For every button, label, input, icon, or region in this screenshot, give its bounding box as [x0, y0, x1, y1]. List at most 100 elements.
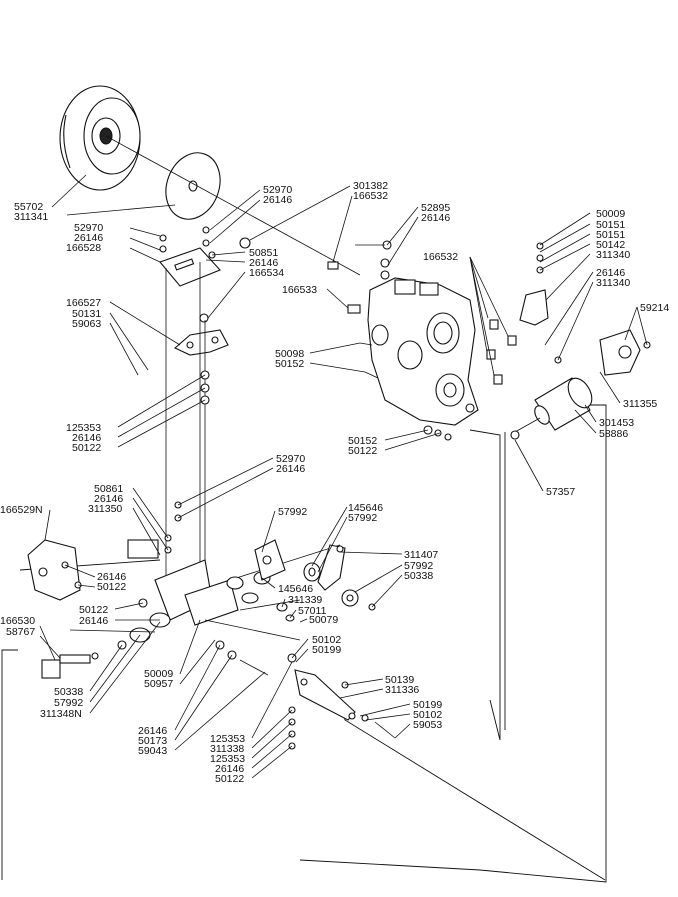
label-125353-a: 125353 [66, 422, 101, 434]
label-50102-a: 50102 [312, 634, 341, 646]
label-166529N: 166529N [0, 504, 43, 516]
label-57992-d: 57992 [54, 697, 83, 709]
link-311407 [317, 544, 346, 591]
label-26146-l: 26146 [215, 763, 244, 775]
label-50131: 50131 [72, 308, 101, 320]
label-50122-a: 50122 [72, 442, 101, 454]
label-26146-b: 26146 [263, 194, 292, 206]
label-311350: 311350 [88, 503, 122, 515]
label-311407: 311407 [404, 549, 438, 561]
bracket-166528 [159, 226, 221, 323]
label-50098: 50098 [275, 348, 304, 360]
label-52970-a: 52970 [74, 222, 103, 234]
lower-frame [117, 539, 239, 650]
label-50199-a: 50199 [312, 644, 341, 656]
label-311339: 311339 [288, 594, 322, 606]
label-50122-c: 50122 [97, 581, 126, 593]
stack-311338 [287, 653, 297, 750]
bearing-145646 [303, 562, 321, 582]
label-50957: 50957 [144, 678, 173, 690]
lever-311336 [294, 669, 396, 739]
label-57357: 57357 [546, 486, 575, 498]
label-57011: 57011 [298, 605, 327, 617]
label-166528: 166528 [66, 242, 101, 254]
label-58886: 58886 [599, 428, 628, 440]
label-26146-e: 26146 [596, 267, 625, 279]
label-50151-b: 50151 [596, 229, 625, 241]
label-166530: 166530 [0, 615, 35, 627]
label-26146-i: 26146 [97, 571, 126, 583]
label-145646-b: 145646 [278, 583, 313, 595]
label-55702: 55702 [14, 201, 43, 213]
label-26146-h: 26146 [94, 493, 123, 505]
gearbox-housing [367, 277, 479, 426]
label-59053: 59053 [413, 719, 442, 731]
label-59043: 59043 [138, 745, 167, 757]
label-50152-a: 50152 [275, 358, 304, 370]
label-50151-a: 50151 [596, 219, 625, 231]
pulley-55702 [59, 85, 141, 191]
label-26146-d: 26146 [421, 212, 450, 224]
label-145646-a: 145646 [348, 502, 383, 514]
label-50009-a: 50009 [596, 208, 625, 220]
label-50122-d: 50122 [79, 604, 108, 616]
label-59214: 59214 [640, 302, 669, 314]
bracket-311340 [519, 242, 562, 364]
label-26146-f: 26146 [72, 432, 101, 444]
sensor-166530 [41, 629, 156, 679]
label-166534: 166534 [249, 267, 284, 279]
label-166533: 166533 [282, 284, 317, 296]
label-52970-b: 52970 [263, 184, 292, 196]
label-57992-b: 57992 [348, 512, 377, 524]
bearing-50338 [341, 589, 376, 611]
label-50142: 50142 [596, 239, 625, 251]
label-50122-e: 50122 [215, 773, 244, 785]
label-311355: 311355 [623, 398, 657, 410]
label-311340-b: 311340 [596, 277, 630, 289]
shafts [204, 544, 341, 641]
label-50079: 50079 [309, 614, 338, 626]
label-50102-b: 50102 [413, 709, 442, 721]
clamp-311355 [599, 329, 651, 376]
label-50861: 50861 [94, 483, 123, 495]
label-125353-c: 125353 [210, 753, 245, 765]
label-50173: 50173 [138, 735, 167, 747]
label-311348N: 311348N [40, 708, 82, 720]
label-311336: 311336 [385, 684, 419, 696]
label-26146-k: 26146 [138, 725, 167, 737]
label-301453: 301453 [599, 417, 634, 429]
motor-301453 [510, 377, 593, 440]
label-125353-b: 125353 [210, 733, 245, 745]
label-311340-a: 311340 [596, 249, 630, 261]
label-311341: 311341 [14, 211, 48, 223]
bracket-166529N [27, 539, 82, 601]
label-50152-b: 50152 [348, 435, 377, 447]
part-number-labels: 55702 311341 52970 26146 166528 52970 26… [0, 180, 669, 785]
label-52895: 52895 [421, 202, 450, 214]
label-301382: 301382 [353, 180, 388, 192]
label-59063: 59063 [72, 318, 101, 330]
label-26146-j: 26146 [79, 615, 108, 627]
label-26146-a: 26146 [74, 232, 103, 244]
label-166532-a: 166532 [353, 190, 388, 202]
label-26146-g: 26146 [276, 463, 305, 475]
stack-50173 [215, 640, 269, 676]
label-311338: 311338 [210, 743, 244, 755]
label-50338-b: 50338 [54, 686, 83, 698]
label-50122-b: 50122 [348, 445, 377, 457]
label-50851: 50851 [249, 247, 278, 259]
label-50338-a: 50338 [404, 570, 433, 582]
label-166532-b: 166532 [423, 251, 458, 263]
label-58767: 58767 [6, 626, 35, 638]
label-26146-c: 26146 [249, 257, 278, 269]
bracket-166527 [173, 329, 229, 356]
label-52970-c: 52970 [276, 453, 305, 465]
label-57992-c: 57992 [404, 560, 433, 572]
label-57992-a: 57992 [278, 506, 307, 518]
label-50199-b: 50199 [413, 699, 442, 711]
gearbox-pins [239, 237, 517, 441]
disc-311341 [165, 152, 221, 220]
label-166527: 166527 [66, 297, 101, 309]
leader-lines [39, 174, 648, 779]
